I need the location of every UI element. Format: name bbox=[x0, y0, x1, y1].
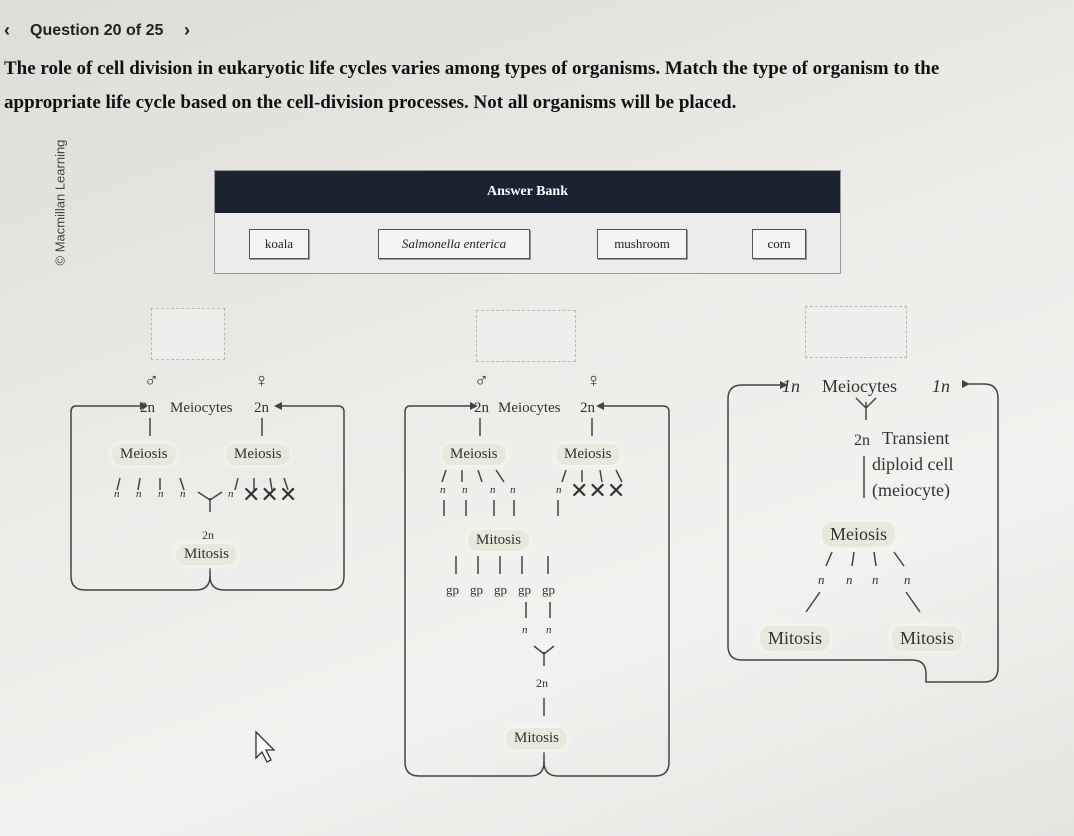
d2-ploidy-left: 2n bbox=[474, 400, 489, 416]
d1-haploid-2: n bbox=[136, 488, 142, 500]
d2-haploid-2: n bbox=[462, 484, 468, 496]
question-number: Question 20 of 25 bbox=[30, 22, 164, 39]
d2-haploid-5: n bbox=[556, 484, 562, 496]
d3-haploid-3: n bbox=[872, 572, 879, 587]
answer-bank-title: Answer Bank bbox=[215, 171, 840, 213]
d2-haploid-3: n bbox=[490, 484, 496, 496]
d3-mitosis-right: Mitosis bbox=[892, 626, 963, 651]
answer-chip-corn[interactable]: corn bbox=[752, 229, 806, 259]
d2-mitosis-2: Mitosis bbox=[506, 728, 568, 749]
d1-meiocytes-label: Meiocytes bbox=[170, 400, 233, 416]
d3-haploid-1: n bbox=[818, 572, 825, 587]
male-symbol-1: ♂ bbox=[144, 370, 159, 392]
d1-ploidy-right: 2n bbox=[254, 400, 269, 416]
d3-haploid-2: n bbox=[846, 572, 853, 587]
d2-ploidy-right: 2n bbox=[580, 400, 595, 416]
d2-gametophyte-2: gp bbox=[470, 582, 483, 597]
d2-meiocytes-label: Meiocytes bbox=[498, 400, 561, 416]
d3-transient-text-3: (meiocyte) bbox=[872, 480, 950, 500]
d2-haploid-7: n bbox=[546, 624, 552, 636]
question-header: ‹ Question 20 of 25 › bbox=[0, 14, 1074, 48]
d1-meiosis-left: Meiosis bbox=[112, 444, 176, 465]
female-symbol-2: ♀ bbox=[586, 370, 601, 392]
d2-degenerate-marks: ✕✕✕ bbox=[570, 478, 626, 503]
d3-transient-text-2: diploid cell bbox=[872, 454, 954, 474]
d1-meiosis-right: Meiosis bbox=[226, 444, 290, 465]
d1-ploidy-left: 2n bbox=[140, 400, 155, 416]
d1-mitosis: Mitosis bbox=[176, 544, 238, 565]
chevron-left-icon[interactable]: ‹ bbox=[4, 20, 10, 40]
prompt-line-2: appropriate life cycle based on the cell… bbox=[4, 92, 737, 113]
drop-target-3[interactable] bbox=[805, 306, 907, 358]
female-symbol-1: ♀ bbox=[254, 370, 269, 392]
d2-gametophyte-5: gp bbox=[542, 582, 555, 597]
d2-gametophyte-4: gp bbox=[518, 582, 531, 597]
d3-haploid-4: n bbox=[904, 572, 911, 587]
d2-meiosis-left: Meiosis bbox=[442, 444, 506, 465]
d2-haploid-4: n bbox=[510, 484, 516, 496]
answer-bank: Answer Bank koala Salmonella enterica mu… bbox=[214, 170, 841, 274]
d2-zygote-label: 2n bbox=[536, 676, 548, 690]
d3-meiocytes-label: Meiocytes bbox=[822, 376, 897, 396]
answer-chip-salmonella[interactable]: Salmonella enterica bbox=[378, 229, 530, 259]
d1-haploid-4: n bbox=[180, 488, 186, 500]
drop-target-2[interactable] bbox=[476, 310, 576, 362]
question-prompt: The role of cell division in eukaryotic … bbox=[4, 52, 1044, 120]
d3-transient-text-1: Transient bbox=[882, 428, 950, 448]
d3-ploidy-left: 1n bbox=[782, 376, 800, 396]
d3-ploidy-right: 1n bbox=[932, 376, 950, 396]
d1-haploid-3: n bbox=[158, 488, 164, 500]
answer-chip-koala[interactable]: koala bbox=[249, 229, 309, 259]
d3-meiosis: Meiosis bbox=[822, 522, 896, 547]
d2-meiosis-right: Meiosis bbox=[556, 444, 620, 465]
d1-zygote-label: 2n bbox=[202, 528, 214, 542]
answer-chip-mushroom[interactable]: mushroom bbox=[597, 229, 687, 259]
d1-haploid-5: n bbox=[228, 488, 234, 500]
prompt-line-1: The role of cell division in eukaryotic … bbox=[4, 58, 940, 79]
d2-haploid-6: n bbox=[522, 624, 528, 636]
d3-transient-ploidy: 2n bbox=[854, 432, 870, 449]
d2-mitosis-1: Mitosis bbox=[468, 530, 530, 551]
male-symbol-2: ♂ bbox=[474, 370, 489, 392]
d3-mitosis-left: Mitosis bbox=[760, 626, 831, 651]
d2-haploid-1: n bbox=[440, 484, 446, 496]
d2-gametophyte-3: gp bbox=[494, 582, 507, 597]
d1-haploid-1: n bbox=[114, 488, 120, 500]
d1-degenerate-marks: ✕✕✕ bbox=[242, 482, 298, 507]
chevron-right-icon[interactable]: › bbox=[184, 20, 190, 40]
d2-gametophyte-1: gp bbox=[446, 582, 459, 597]
drop-target-1[interactable] bbox=[151, 308, 225, 360]
